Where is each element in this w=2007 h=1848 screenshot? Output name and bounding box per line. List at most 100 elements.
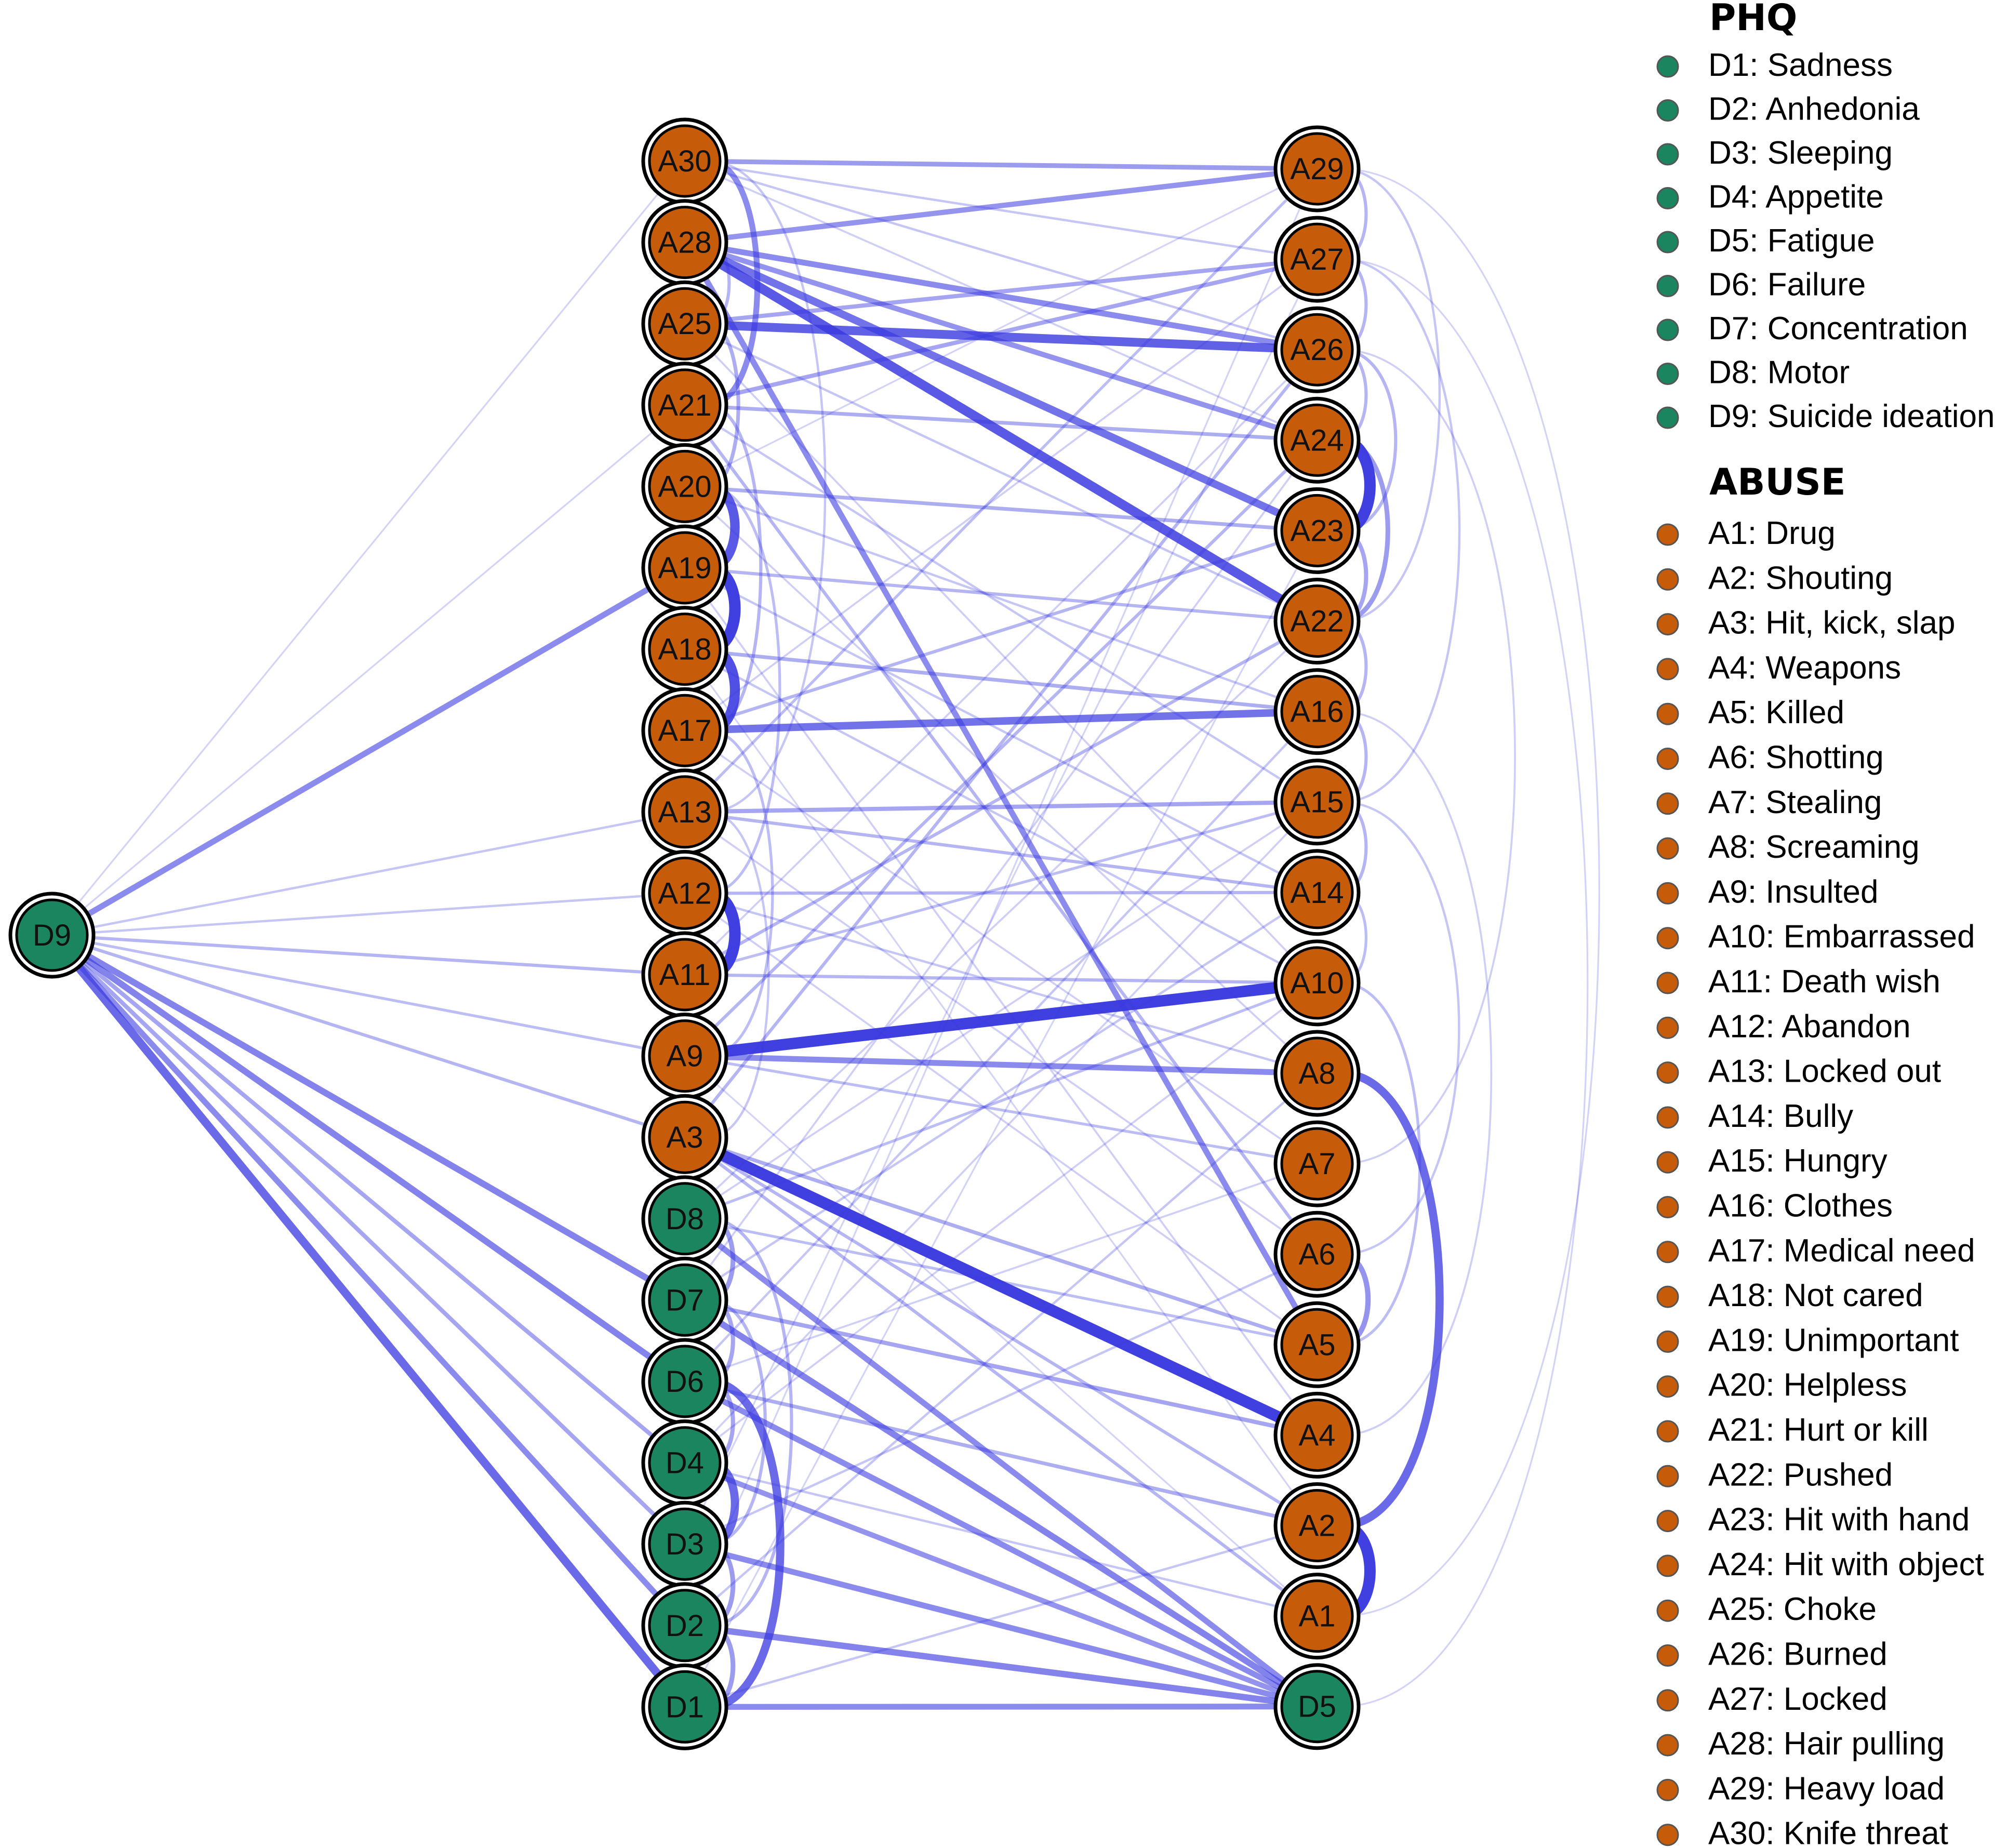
arc-A29-A1 [1339,168,1600,1617]
node-D7: D7 [641,1256,728,1344]
node-label: A22 [1290,605,1344,639]
node-A25: A25 [641,280,728,367]
legend-dot [1656,1016,1679,1039]
node-A20: A20 [641,443,728,530]
legend-item: A7: Stealing [1656,785,1882,820]
edge-D7-A14 [683,891,1319,1301]
arc-A16-A4 [1339,710,1493,1437]
legend-item: A23: Hit with hand [1656,1502,1970,1538]
node-circle [1280,1217,1354,1291]
node-circle [648,1589,722,1663]
legend-dot [1656,318,1679,341]
legend-label: A26: Burned [1708,1637,1888,1672]
node-A1: A1 [1273,1573,1361,1660]
edge-D8-A5 [683,1217,1319,1346]
legend-label: A3: Hit, kick, slap [1708,605,1955,641]
legend-dot [1656,523,1679,546]
legend-label: D1: Sadness [1708,47,1893,83]
node-label: D7 [666,1283,704,1317]
legend-label: A13: Locked out [1708,1054,1941,1089]
node-label: A1 [1299,1600,1336,1633]
edge-A9-A7 [683,1054,1319,1165]
edge-D4-A15 [684,801,1318,1464]
node-label: A19 [658,551,711,585]
legend-item: A15: Hungry [1656,1143,1888,1179]
legend-item: D3: Sleeping [1656,135,1893,171]
node-circle [648,1182,722,1256]
edge-D9-D2 [49,932,688,1629]
legend-label: D3: Sleeping [1708,135,1893,171]
node-label: A20 [658,470,711,503]
edge-D8-A22 [684,620,1318,1220]
edge-A11-A10 [683,973,1319,985]
node-circle [648,287,722,361]
arc-A21-A17 [706,403,763,733]
legend-label: A8: Screaming [1708,829,1920,865]
edge-A13-A14 [683,810,1319,894]
legend-dot [1656,99,1679,122]
node-circle [648,613,722,686]
legend-item: D2: Anhedonia [1656,91,1920,127]
node-circle [648,1263,722,1337]
legend-label: A16: Clothes [1708,1188,1893,1224]
nodes-layer: D9A30A28A25A21A20A19A18A17A13A12A11A9A3D… [8,117,1361,1750]
legend-dot [1656,1554,1679,1577]
legend-item: A21: Hurt or kill [1656,1412,1929,1448]
edge-A28-A23 [681,238,1321,535]
node-label: A13 [658,795,711,829]
edge-A9-A1 [684,1055,1318,1617]
legend-dot [1656,792,1679,815]
edge-A17-A27 [684,258,1318,732]
node-circle [648,856,722,930]
node-label: A17 [658,714,711,748]
edge-A3-A5 [683,1135,1319,1347]
node-A30: A30 [641,117,728,205]
legend-label: D7: Concentration [1708,311,1968,347]
arc-D7-D3 [706,1298,767,1546]
edge-D6-D5 [682,1378,1320,1710]
legend-item: A10: Embarrassed [1656,919,1975,955]
edge-D7-A4 [682,1298,1320,1438]
edge-A20-A8 [684,485,1318,1074]
node-A2: A2 [1273,1482,1361,1569]
legend-abuse-title: ABUSE [1709,461,1846,503]
node-label: A21 [658,389,711,422]
arc-A15-A6 [1339,801,1460,1256]
edge-A18-A16 [683,647,1319,714]
legend-dot [1656,1061,1679,1084]
node-label: A4 [1299,1418,1336,1452]
edge-D3-A27 [684,258,1318,1545]
node-label: A25 [658,307,711,341]
node-label: A27 [1290,243,1344,276]
edge-A9-A8 [682,1053,1320,1076]
legend-label: A20: Helpless [1708,1367,1907,1403]
edge-D9-A12 [50,892,686,937]
node-circle [1280,584,1354,658]
legend-label: A7: Stealing [1708,785,1882,820]
edge-A13-A15 [682,800,1320,814]
edge-A18-A10 [683,648,1319,985]
edge-D8-A15 [684,801,1318,1220]
legend-label: A27: Locked [1708,1681,1888,1717]
node-label: A29 [1290,152,1344,186]
legend-item: A26: Burned [1656,1637,1888,1672]
node-circle [1280,765,1354,839]
node-circle [15,898,89,972]
node-A29: A29 [1273,125,1361,212]
legend-phq-title: PHQ [1709,0,1797,39]
edge-D9-A9 [50,934,686,1058]
node-circle [1280,1036,1354,1110]
legend-dot [1656,275,1679,297]
legend-item: A28: Hair pulling [1656,1726,1945,1762]
node-A8: A8 [1273,1030,1361,1117]
node-A18: A18 [641,606,728,693]
edge-D8-D5 [682,1216,1320,1710]
edge-A19-A4 [684,567,1318,1437]
edge-A21-A15 [683,404,1319,803]
node-label: A16 [1290,695,1344,729]
node-circle [1280,1579,1354,1653]
node-A3: A3 [641,1094,728,1181]
node-A7: A7 [1273,1120,1361,1207]
edge-D7-A24 [684,439,1318,1301]
